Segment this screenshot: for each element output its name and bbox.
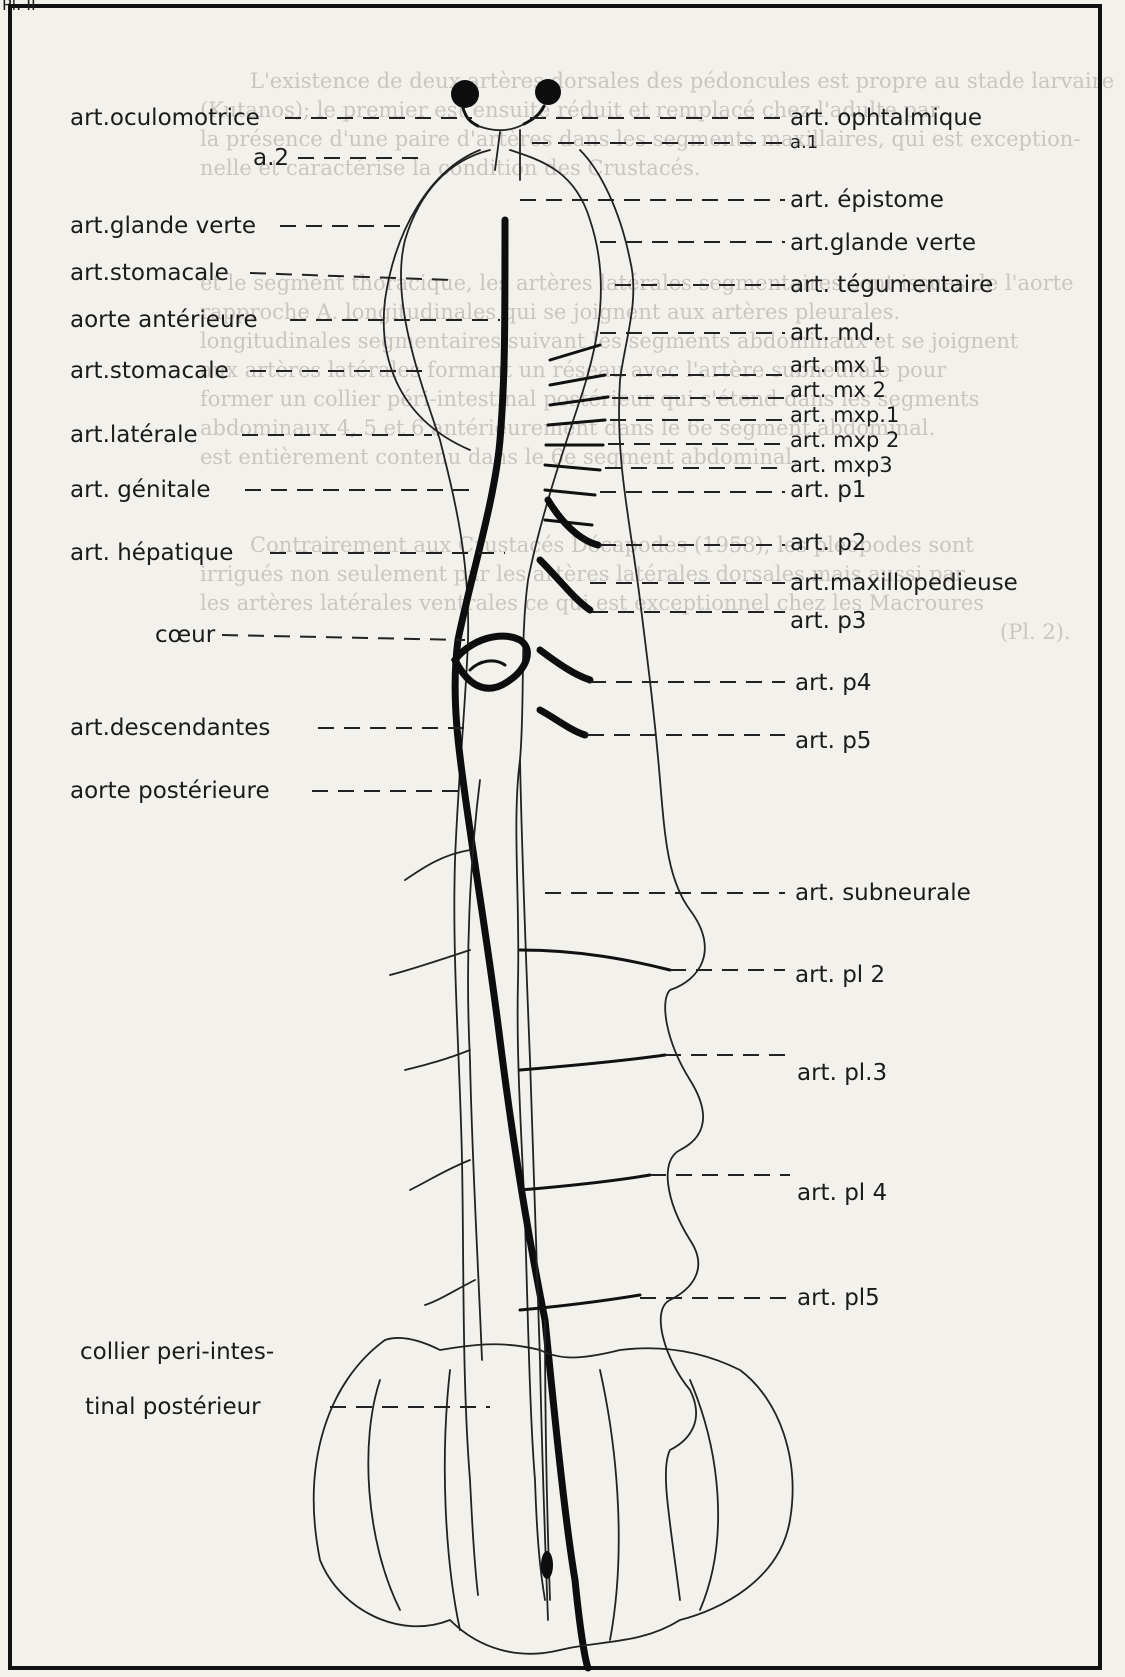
art-pl3-vessel [520, 1055, 665, 1070]
eye-right [535, 79, 561, 105]
art-pl4-vessel [520, 1175, 650, 1190]
label-art-pl4: art. pl 4 [797, 1180, 887, 1206]
label-a2: a.2 [253, 145, 289, 171]
label-art-ophtalmique: art. ophtalmique [790, 105, 982, 131]
leader-coeur [222, 635, 465, 640]
label-art-mxp2: art. mxp 2 [790, 428, 899, 452]
label-art-mx2: art. mx 2 [790, 378, 886, 402]
bg-line: L'existence de deux artères dorsales des… [250, 69, 1114, 93]
label-coeur: cœur [155, 622, 216, 648]
label-art-glande-verte-r: art.glande verte [790, 230, 976, 256]
anus-mark [541, 1551, 553, 1579]
label-art-p1: art. p1 [790, 477, 866, 503]
heart-inner [470, 661, 505, 670]
label-art-glande-verte: art.glande verte [70, 213, 256, 239]
label-art-p3: art. p3 [790, 608, 866, 634]
label-art-descendantes: art.descendantes [70, 715, 270, 741]
label-art-mxp1: art. mxp.1 [790, 403, 899, 427]
label-art-pl2: art. pl 2 [795, 962, 885, 988]
label-art-mx1: art. mx 1 [790, 353, 886, 377]
label-art-mxp3: art. mxp3 [790, 453, 893, 477]
label-art-oculomotrice: art.oculomotrice [70, 105, 260, 131]
label-art-hepatique: art. hépatique [70, 540, 233, 566]
label-a1: a.1 [790, 132, 818, 153]
art-p4-branch [540, 650, 590, 680]
label-art-p2: art. p2 [790, 530, 866, 556]
label-art-subneurale: art. subneurale [795, 880, 971, 906]
label-art-genitale: art. génitale [70, 477, 211, 503]
label-art-p5: art. p5 [795, 728, 871, 754]
art-p5-branch [540, 710, 585, 735]
label-art-laterale: art.latérale [70, 422, 198, 448]
label-collier-line1: collier peri-intes- [80, 1339, 274, 1365]
label-aorte-anterieure: aorte antérieure [70, 307, 258, 333]
label-art-stomacale: art.stomacale [70, 260, 229, 286]
label-art-stomacale-2: art.stomacale [70, 358, 229, 384]
label-art-p4: art. p4 [795, 670, 871, 696]
label-collier-line2: tinal postérieur [85, 1394, 261, 1420]
bg-line: (Pl. 2). [1000, 620, 1071, 644]
label-art-md: art. md. [790, 320, 882, 346]
label-aorte-posterieure: aorte postérieure [70, 778, 270, 804]
background-text: L'existence de deux artères dorsales des… [200, 69, 1114, 644]
plate-number: Pl. II [2, 0, 36, 14]
art-pl2-vessel [520, 950, 670, 970]
label-art-epistome: art. épistome [790, 187, 944, 213]
label-art-pl5: art. pl5 [797, 1285, 880, 1311]
eye-left [451, 80, 479, 108]
label-art-tegumentaire: art. tégumentaire [790, 272, 993, 298]
label-art-pl3: art. pl.3 [797, 1060, 887, 1086]
label-art-maxillopedieuse: art.maxillopedieuse [790, 570, 1018, 596]
